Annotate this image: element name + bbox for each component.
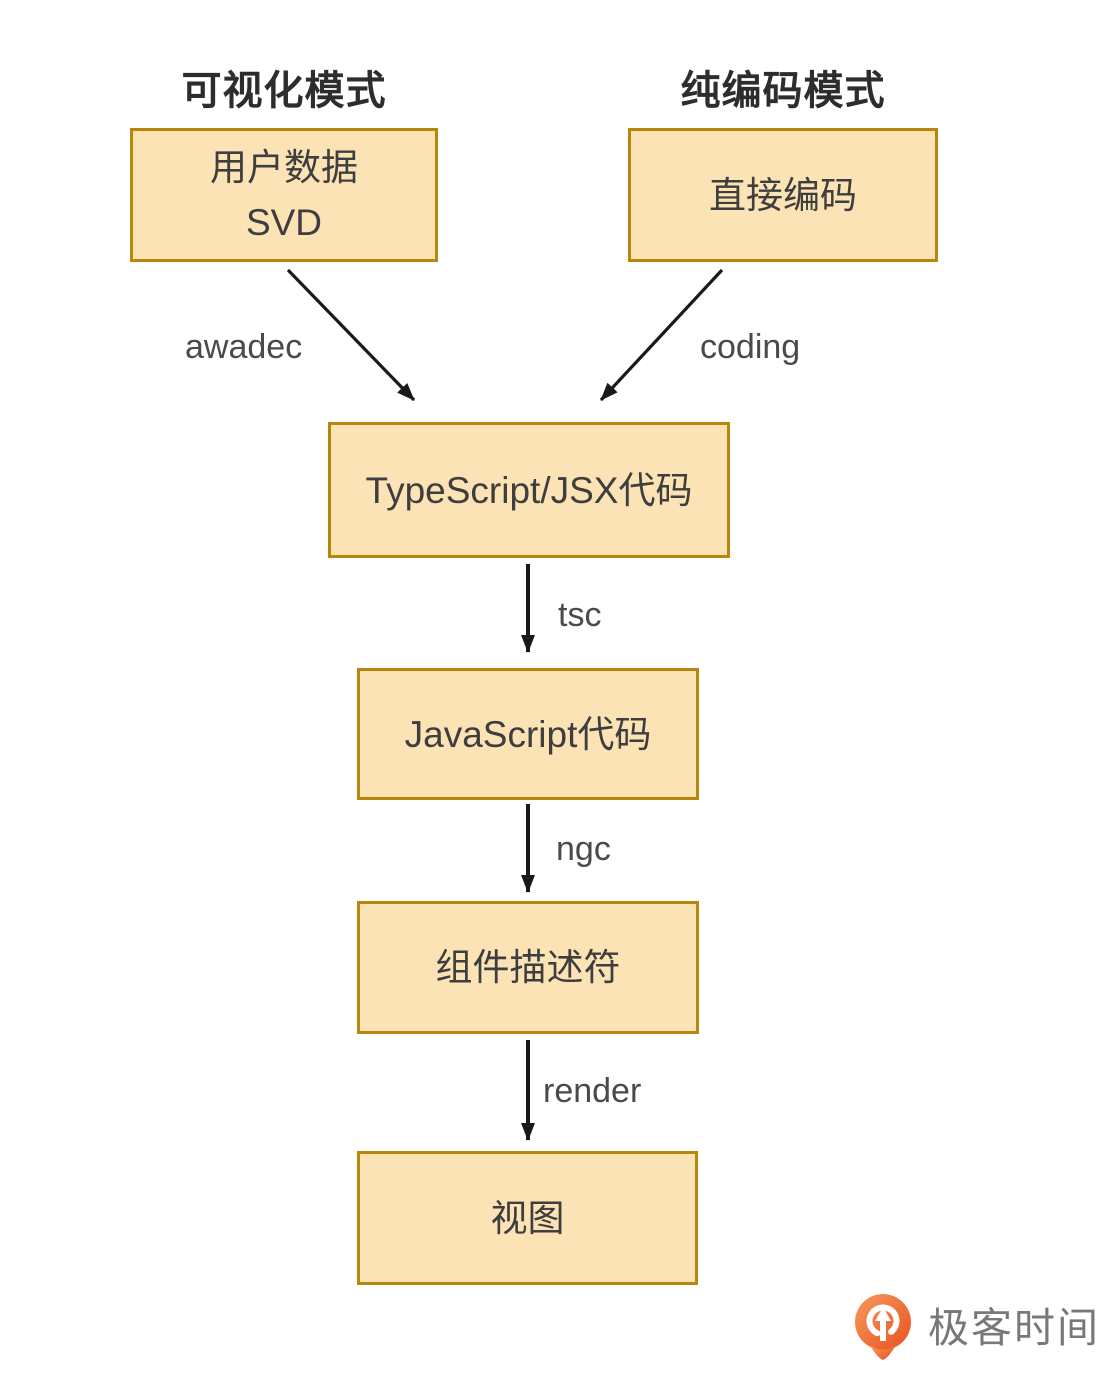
node-direct-coding-label: 直接编码 [709,174,857,216]
node-component-descriptor-label: 组件描述符 [435,947,621,988]
node-component-descriptor: 组件描述符 [357,901,699,1034]
node-view-label: 视图 [490,1197,565,1239]
edge-label-coding: coding [700,328,801,366]
node-user-data: 用户数据 SVD [130,128,438,262]
node-direct-coding: 直接编码 [628,128,938,262]
column-header-visual-mode: 可视化模式 [181,69,387,113]
node-user-data-line1: 用户数据 [210,147,358,188]
edge-label-ngc: ngc [556,830,611,868]
arrow-awadec [286,268,416,402]
column-header-coding-mode: 纯编码模式 [680,69,886,113]
geektime-pin-icon [855,1294,911,1360]
branding-geektime: 极客时间 [852,1294,1100,1362]
node-typescript-jsx: TypeScript/JSX代码 [328,422,730,558]
geektime-logo-text: 极客时间 [928,1305,1100,1351]
edge-label-awadec: awadec [185,328,303,366]
edge-label-render: render [543,1072,642,1110]
node-javascript-label: JavaScript代码 [404,713,652,755]
node-typescript-jsx-label: TypeScript/JSX代码 [365,469,693,511]
node-javascript: JavaScript代码 [357,668,699,800]
node-user-data-line2: SVD [245,202,323,243]
node-view: 视图 [357,1151,698,1285]
edge-label-tsc: tsc [558,596,602,634]
